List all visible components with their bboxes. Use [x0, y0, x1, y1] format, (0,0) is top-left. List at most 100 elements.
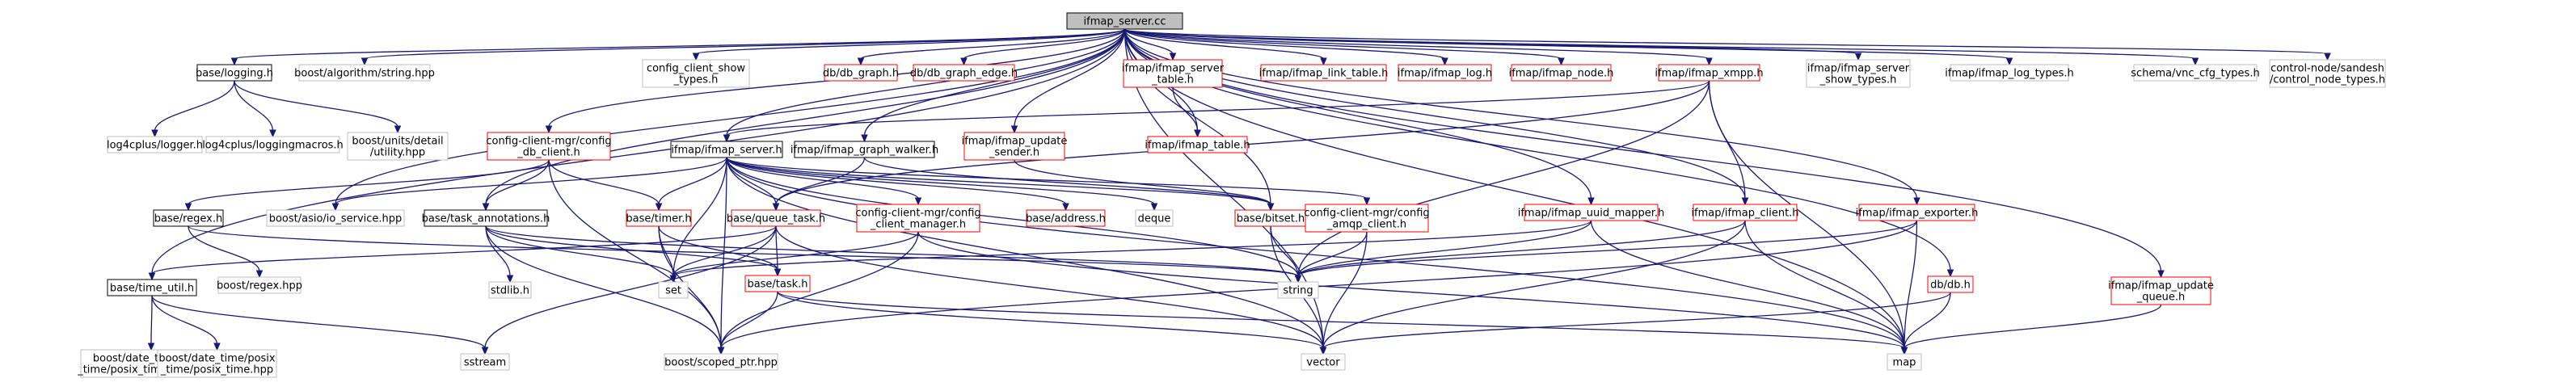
node-box-boost_asio_io_service — [266, 209, 405, 227]
node-base_queue_task[interactable]: base/queue_task.h — [727, 209, 825, 227]
node-db_graph[interactable]: db/db_graph.h — [823, 64, 899, 82]
arrowhead-root-to-config_client_show_types — [692, 53, 700, 61]
node-boost_units_utility[interactable]: boost/units/detail/utility.hpp — [347, 132, 449, 161]
node-ifmap_client[interactable]: ifmap/ifmap_client.h — [1691, 204, 1799, 221]
node-ifmap_server_show_types[interactable]: ifmap/ifmap_server_show_types.h — [1806, 59, 1911, 88]
arrowhead-ifmap_server_h-to-config_amqp_client — [1363, 197, 1371, 206]
node-boost_regex[interactable]: boost/regex.hpp — [217, 276, 302, 294]
node-box-ifmap_graph_walker — [794, 141, 935, 158]
node-box-base_regex — [153, 209, 224, 227]
node-label-ifmap_table-line-0: ifmap/ifmap_table.h — [1145, 140, 1250, 152]
arrowhead-root-to-ifmap_server_show_types — [1854, 53, 1862, 61]
node-map[interactable]: map — [1887, 353, 1922, 371]
node-label-base_timer-line-0: base/timer.h — [626, 213, 691, 225]
arrowhead-config_db_client-to-base_regex — [184, 203, 192, 212]
edge-base_task-to-vector — [777, 291, 1324, 349]
edge-root-to-ifmap_graph_walker — [863, 28, 1126, 137]
node-ifmap_exporter[interactable]: ifmap/ifmap_exporter.h — [1856, 204, 1979, 221]
node-sstream[interactable]: sstream — [460, 353, 510, 371]
node-label-base_task-line-0: base/task.h — [747, 279, 807, 291]
node-box-db_graph — [824, 64, 898, 82]
node-box-ifmap_server_show_types — [1806, 59, 1911, 88]
edge-config_client_manager-to-set — [672, 231, 919, 277]
arrowhead-ifmap_server_h-to-deque — [1150, 203, 1158, 212]
node-label-ifmap_graph_walker-line-0: ifmap/ifmap_graph_walker.h — [791, 145, 938, 157]
edge-base_queue_task-to-sstream — [484, 225, 777, 349]
node-label-ifmap_exporter-line-0: ifmap/ifmap_exporter.h — [1856, 208, 1979, 220]
node-root[interactable]: ifmap_server.cc — [1066, 12, 1183, 30]
node-ifmap_update_queue[interactable]: ifmap/ifmap_update_queue.h — [2108, 276, 2214, 305]
edge-root-to-db_graph_edge — [963, 28, 1126, 60]
node-string[interactable]: string — [1277, 281, 1319, 299]
node-ifmap_server_table[interactable]: ifmap/ifmap_server_table.h — [1122, 59, 1225, 88]
node-set[interactable]: set — [658, 281, 689, 299]
node-box-ifmap_update_sender — [963, 132, 1065, 161]
node-boost_asio_io_service[interactable]: boost/asio/io_service.hpp — [266, 209, 405, 227]
edge-base_logging-to-boost_units_utility — [234, 80, 398, 128]
node-ifmap_link_table[interactable]: ifmap/ifmap_link_table.h — [1259, 64, 1389, 82]
arrowhead-root-to-ifmap_log_types — [2005, 57, 2013, 66]
edge-ifmap_server_h-to-base_timer — [658, 157, 727, 205]
node-ifmap_table[interactable]: ifmap/ifmap_table.h — [1145, 136, 1250, 153]
edge-base_task_annotations-to-string — [485, 225, 1299, 277]
arrowhead-root-to-boost_algo_string — [360, 57, 369, 66]
node-label-boost_units_utility-line-1: /utility.hpp — [370, 147, 425, 159]
node-ifmap_server_h[interactable]: ifmap/ifmap_server.h — [670, 141, 783, 158]
node-deque[interactable]: deque — [1135, 209, 1174, 227]
node-ifmap_log[interactable]: ifmap/ifmap_log.h — [1398, 64, 1492, 82]
node-base_regex[interactable]: base/regex.h — [153, 209, 224, 227]
node-box-map — [1887, 353, 1922, 371]
node-config_amqp_client[interactable]: config-client-mgr/config_amqp_client.h — [1304, 204, 1430, 233]
node-box-sstream — [460, 353, 510, 371]
node-ifmap_xmpp[interactable]: ifmap/ifmap_xmpp.h — [1655, 64, 1764, 82]
edge-config_client_manager-to-boost_scoped_ptr — [720, 231, 919, 349]
node-box-ifmap_xmpp — [1658, 64, 1760, 82]
arrowhead-base_time_util-to-sstream — [481, 347, 489, 355]
arrowhead-root-to-sandesh_control_node_types — [2324, 53, 2331, 61]
node-base_timer[interactable]: base/timer.h — [626, 209, 692, 227]
node-db_db[interactable]: db/db.h — [1927, 275, 1974, 293]
node-stdlib[interactable]: stdlib.h — [488, 281, 532, 299]
node-box-base_task — [744, 275, 811, 292]
edge-ifmap_graph_walker-to-base_queue_task — [775, 157, 866, 205]
node-label-boost_asio_io_service-line-0: boost/asio/io_service.hpp — [269, 213, 403, 225]
edge-ifmap_xmpp-to-map — [1708, 80, 1905, 349]
node-label-base_logging-line-0: base/logging.h — [196, 68, 273, 80]
node-label-config_client_manager-line-1: _client_manager.h — [870, 219, 966, 231]
edge-ifmap_uuid_mapper-to-string — [1297, 220, 1592, 277]
node-posix_time[interactable]: boost/date_time/posix_time/posix_time.hp… — [157, 349, 277, 378]
node-base_logging[interactable]: base/logging.h — [196, 64, 273, 82]
node-label-deque-line-0: deque — [1138, 213, 1171, 225]
node-sandesh_control_node_types[interactable]: control-node/sandesh/control_node_types.… — [2269, 59, 2386, 88]
edge-base_timer-to-boost_scoped_ptr — [658, 225, 722, 349]
node-schema_vnc_cfg_types[interactable]: schema/vnc_cfg_types.h — [2131, 64, 2260, 82]
node-box-base_task_annotations — [424, 209, 548, 227]
node-base_task_annotations[interactable]: base/task_annotations.h — [422, 209, 550, 227]
node-log4cplus_logger[interactable]: log4cplus/logger.h — [107, 136, 203, 153]
node-base_address[interactable]: base/address.h — [1026, 209, 1106, 227]
node-ifmap_update_sender[interactable]: ifmap/ifmap_update_sender.h — [962, 132, 1068, 161]
node-boost_algo_string[interactable]: boost/algorithm/string.hpp — [294, 64, 435, 82]
node-label-db_graph-line-0: db/db_graph.h — [823, 68, 899, 80]
node-config_client_show_types[interactable]: config_client_show_types.h — [642, 59, 750, 88]
node-vector[interactable]: vector — [1301, 353, 1346, 371]
node-box-base_timer — [626, 209, 692, 227]
node-base_bitset[interactable]: base/bitset.h — [1234, 209, 1307, 227]
node-box-config_client_manager — [856, 204, 980, 233]
node-config_db_client[interactable]: config-client-mgr/config_db_client.h — [486, 132, 612, 161]
node-label-config_client_show_types-line-0: config_client_show — [647, 63, 745, 75]
node-base_task[interactable]: base/task.h — [744, 275, 811, 292]
node-ifmap_uuid_mapper[interactable]: ifmap/ifmap_uuid_mapper.h — [1518, 204, 1665, 221]
arrowhead-root-to-ifmap_update_queue — [2157, 270, 2165, 279]
node-label-ifmap_update_queue-line-0: ifmap/ifmap_update — [2108, 280, 2214, 292]
node-boost_scoped_ptr[interactable]: boost/scoped_ptr.hpp — [664, 353, 778, 371]
node-ifmap_node[interactable]: ifmap/ifmap_node.h — [1509, 64, 1614, 82]
node-db_graph_edge[interactable]: db/db_graph_edge.h — [910, 64, 1018, 82]
node-config_client_manager[interactable]: config-client-mgr/config_client_manager.… — [855, 204, 981, 233]
node-ifmap_log_types[interactable]: ifmap/ifmap_log_types.h — [1945, 64, 2074, 82]
node-ifmap_graph_walker[interactable]: ifmap/ifmap_graph_walker.h — [791, 141, 938, 158]
node-log4cplus_loggingmacros[interactable]: log4cplus/loggingmacros.h — [202, 136, 344, 153]
node-box-ifmap_log_types — [1950, 64, 2069, 82]
node-base_time_util[interactable]: base/time_util.h — [107, 279, 197, 296]
edge-root-to-ifmap_xmpp — [1124, 28, 1710, 60]
